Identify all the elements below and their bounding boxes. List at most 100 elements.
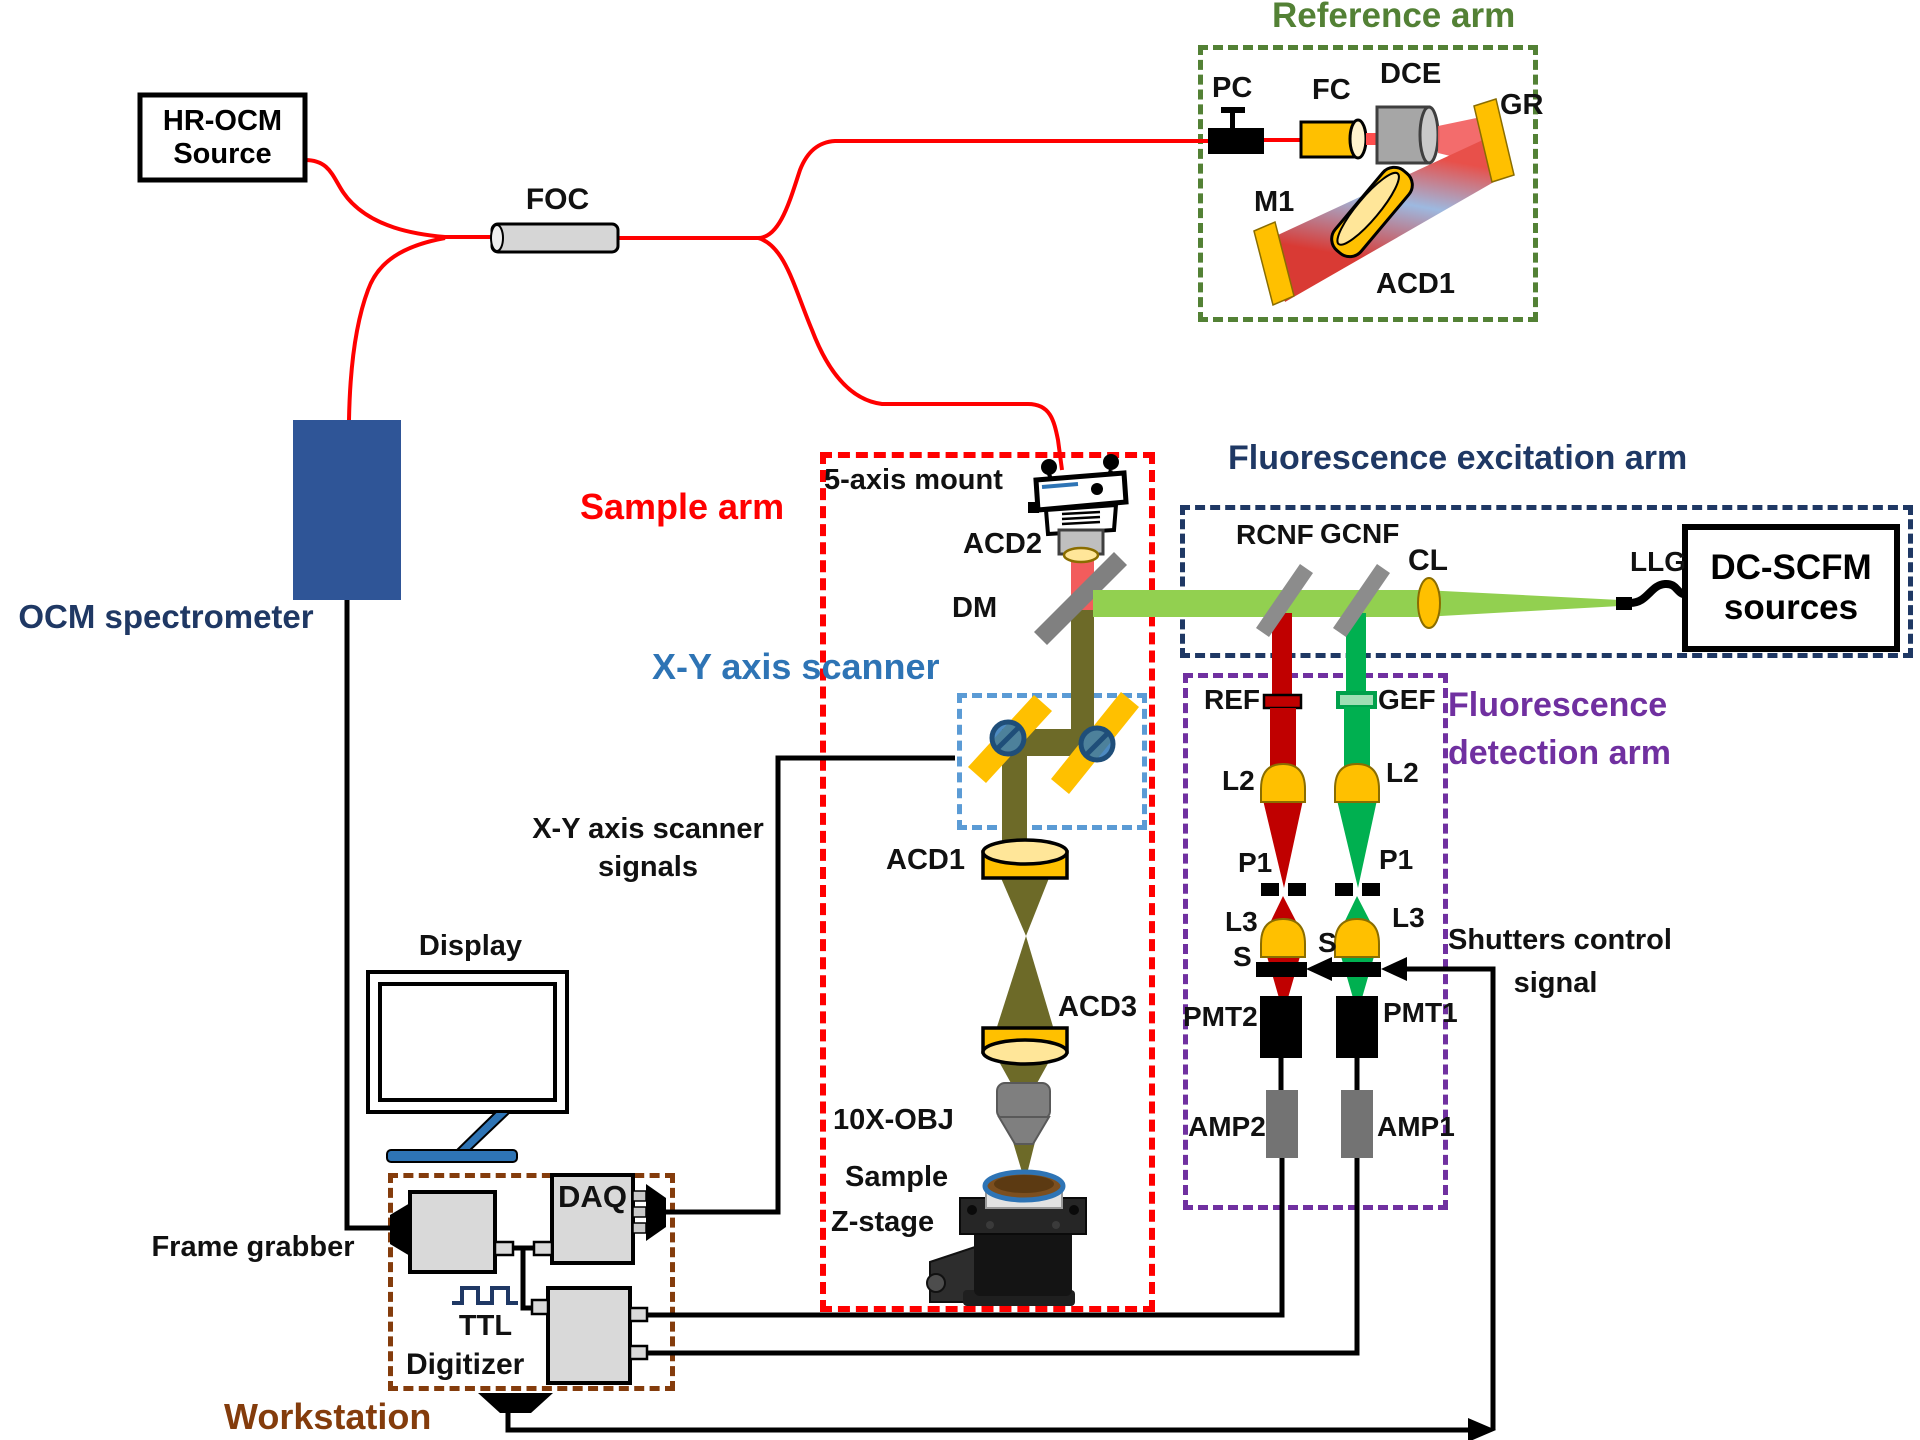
dce-face bbox=[1418, 105, 1440, 165]
acd2-lens bbox=[1062, 546, 1100, 564]
amp2-body bbox=[1266, 1090, 1298, 1158]
reference-arm-optics bbox=[1208, 98, 1515, 307]
amp1-label: AMP1 bbox=[1377, 1111, 1455, 1142]
acd3-label: ACD3 bbox=[1058, 991, 1137, 1023]
sample-z-stage bbox=[926, 1169, 1087, 1306]
gef-label: GEF bbox=[1378, 684, 1436, 715]
sample-acd1-lens bbox=[981, 838, 1069, 880]
llg-ferrule bbox=[1616, 597, 1632, 610]
workstation-devices bbox=[390, 1173, 666, 1413]
xy-scanner-title: X-Y axis scanner bbox=[652, 646, 940, 687]
l3-lens-red bbox=[1260, 917, 1306, 958]
pmt2-label: PMT2 bbox=[1183, 1001, 1258, 1032]
hr-ocm-source-box: HR-OCM Source bbox=[145, 100, 300, 175]
source-to-foc-fiber bbox=[304, 158, 492, 239]
reference-acd1-label: ACD1 bbox=[1376, 268, 1455, 300]
reference-arm-title: Reference arm bbox=[1272, 0, 1516, 35]
frame-grabber-label: Frame grabber bbox=[151, 1231, 355, 1263]
ttl-label: TTL bbox=[458, 1310, 513, 1342]
acd2-label: ACD2 bbox=[963, 528, 1042, 560]
llg-label: LLG bbox=[1630, 546, 1686, 577]
spectrometer-to-framegrabber-wire bbox=[344, 600, 392, 1231]
pc-label: PC bbox=[1212, 72, 1253, 104]
ocm-spectrometer-body bbox=[293, 420, 401, 600]
arrowhead-left-icon bbox=[1381, 957, 1407, 981]
display-label: Display bbox=[418, 930, 523, 962]
gef-filter bbox=[1336, 691, 1377, 709]
excitation-beam-taper bbox=[1423, 590, 1620, 617]
foc-to-sample-fiber bbox=[757, 236, 1064, 471]
workstation-title: Workstation bbox=[224, 1396, 432, 1437]
daq-body bbox=[550, 1173, 635, 1265]
excitation-arm-optics bbox=[1093, 564, 1689, 697]
galvo-motor-icons bbox=[989, 719, 1116, 763]
signal-wires bbox=[344, 600, 1496, 1433]
fc-collimator bbox=[1299, 120, 1357, 159]
amp2-label: AMP2 bbox=[1188, 1111, 1266, 1142]
monitor-stand bbox=[452, 1111, 513, 1153]
foc-coupler bbox=[490, 222, 620, 254]
s-red-label: S bbox=[1233, 941, 1252, 972]
p1-green-label: P1 bbox=[1379, 844, 1414, 875]
acd3-lens bbox=[981, 1026, 1069, 1066]
l3-red-label: L3 bbox=[1225, 906, 1258, 937]
l2-lens-red bbox=[1260, 762, 1306, 803]
red-beam-2 bbox=[1263, 800, 1303, 888]
dm-label: DM bbox=[952, 592, 998, 624]
cl-label: CL bbox=[1408, 544, 1448, 577]
l2-lens-green bbox=[1334, 762, 1380, 803]
scanner-signals-label-line2: signals bbox=[598, 851, 698, 883]
five-axis-mount bbox=[1028, 454, 1129, 564]
p1-red-label: P1 bbox=[1238, 847, 1273, 878]
scanner-signals-label-line1: X-Y axis scanner bbox=[532, 813, 764, 845]
shutters-label-line1: Shutters control bbox=[1448, 924, 1672, 956]
rcnf-filter bbox=[1256, 564, 1313, 637]
l3-lens-green bbox=[1334, 917, 1380, 958]
fc-lens bbox=[1348, 118, 1368, 160]
gr-mirror bbox=[1473, 98, 1515, 183]
pmt1-label: PMT1 bbox=[1383, 997, 1458, 1028]
l2-green-label: L2 bbox=[1386, 757, 1419, 788]
shutter-red bbox=[1256, 962, 1307, 977]
ref-label: REF bbox=[1204, 684, 1260, 715]
detection-arm-title-line2: detection arm bbox=[1448, 734, 1671, 772]
p1-pinhole-green bbox=[1335, 883, 1353, 896]
daq-label: DAQ bbox=[558, 1179, 627, 1214]
arrowhead-right-icon bbox=[1468, 1418, 1496, 1440]
green-beam-3 bbox=[1343, 896, 1372, 925]
dcscfm-sources-box: DC-SCFM sources bbox=[1690, 532, 1892, 644]
llg-cable bbox=[1629, 580, 1689, 607]
ref-filter bbox=[1262, 693, 1303, 710]
m1-label: M1 bbox=[1254, 186, 1295, 218]
detection-arm-title-line1: Fluorescence bbox=[1448, 686, 1668, 724]
framegrabber-daq-digitizer-junction-wire bbox=[512, 1245, 535, 1311]
cl-lens bbox=[1417, 577, 1441, 629]
sample-label-line1: Sample bbox=[845, 1161, 949, 1193]
gcnf-filter bbox=[1333, 564, 1390, 637]
amp1-body bbox=[1341, 1090, 1373, 1158]
excitation-arm-title: Fluorescence excitation arm bbox=[1228, 439, 1688, 477]
optical-fibers bbox=[304, 138, 1301, 471]
digitizer-label: Digitizer bbox=[406, 1348, 525, 1381]
detection-arm-box bbox=[1183, 673, 1448, 1210]
sample-arm-box bbox=[820, 452, 1155, 1312]
five-axis-mount-label: 5-axis mount bbox=[824, 464, 1003, 496]
fc-label: FC bbox=[1312, 74, 1351, 106]
pc-paddle-icon bbox=[1221, 107, 1245, 113]
red-emission-drop-beam bbox=[1272, 613, 1292, 697]
source-box-outline bbox=[137, 92, 308, 183]
dcscfm-box-outline bbox=[1682, 524, 1900, 652]
pc-stem bbox=[1230, 112, 1235, 130]
sample-arm-title: Sample arm bbox=[580, 486, 785, 527]
ttl-waveform-icon bbox=[452, 1286, 518, 1305]
daq-to-scanner-wire bbox=[663, 755, 955, 1215]
frame-grabber-connector-icon bbox=[390, 1203, 410, 1256]
sample-arm-optics bbox=[926, 454, 1139, 1306]
digitizer-body bbox=[546, 1286, 632, 1385]
sample-label-line2: Z-stage bbox=[831, 1206, 935, 1238]
dcscfm-label-line1: DC-SCFM bbox=[1710, 548, 1872, 587]
arrowhead-left-icon bbox=[1306, 957, 1332, 981]
workstation-connector-icon bbox=[478, 1393, 553, 1413]
display-monitor bbox=[366, 970, 569, 1163]
